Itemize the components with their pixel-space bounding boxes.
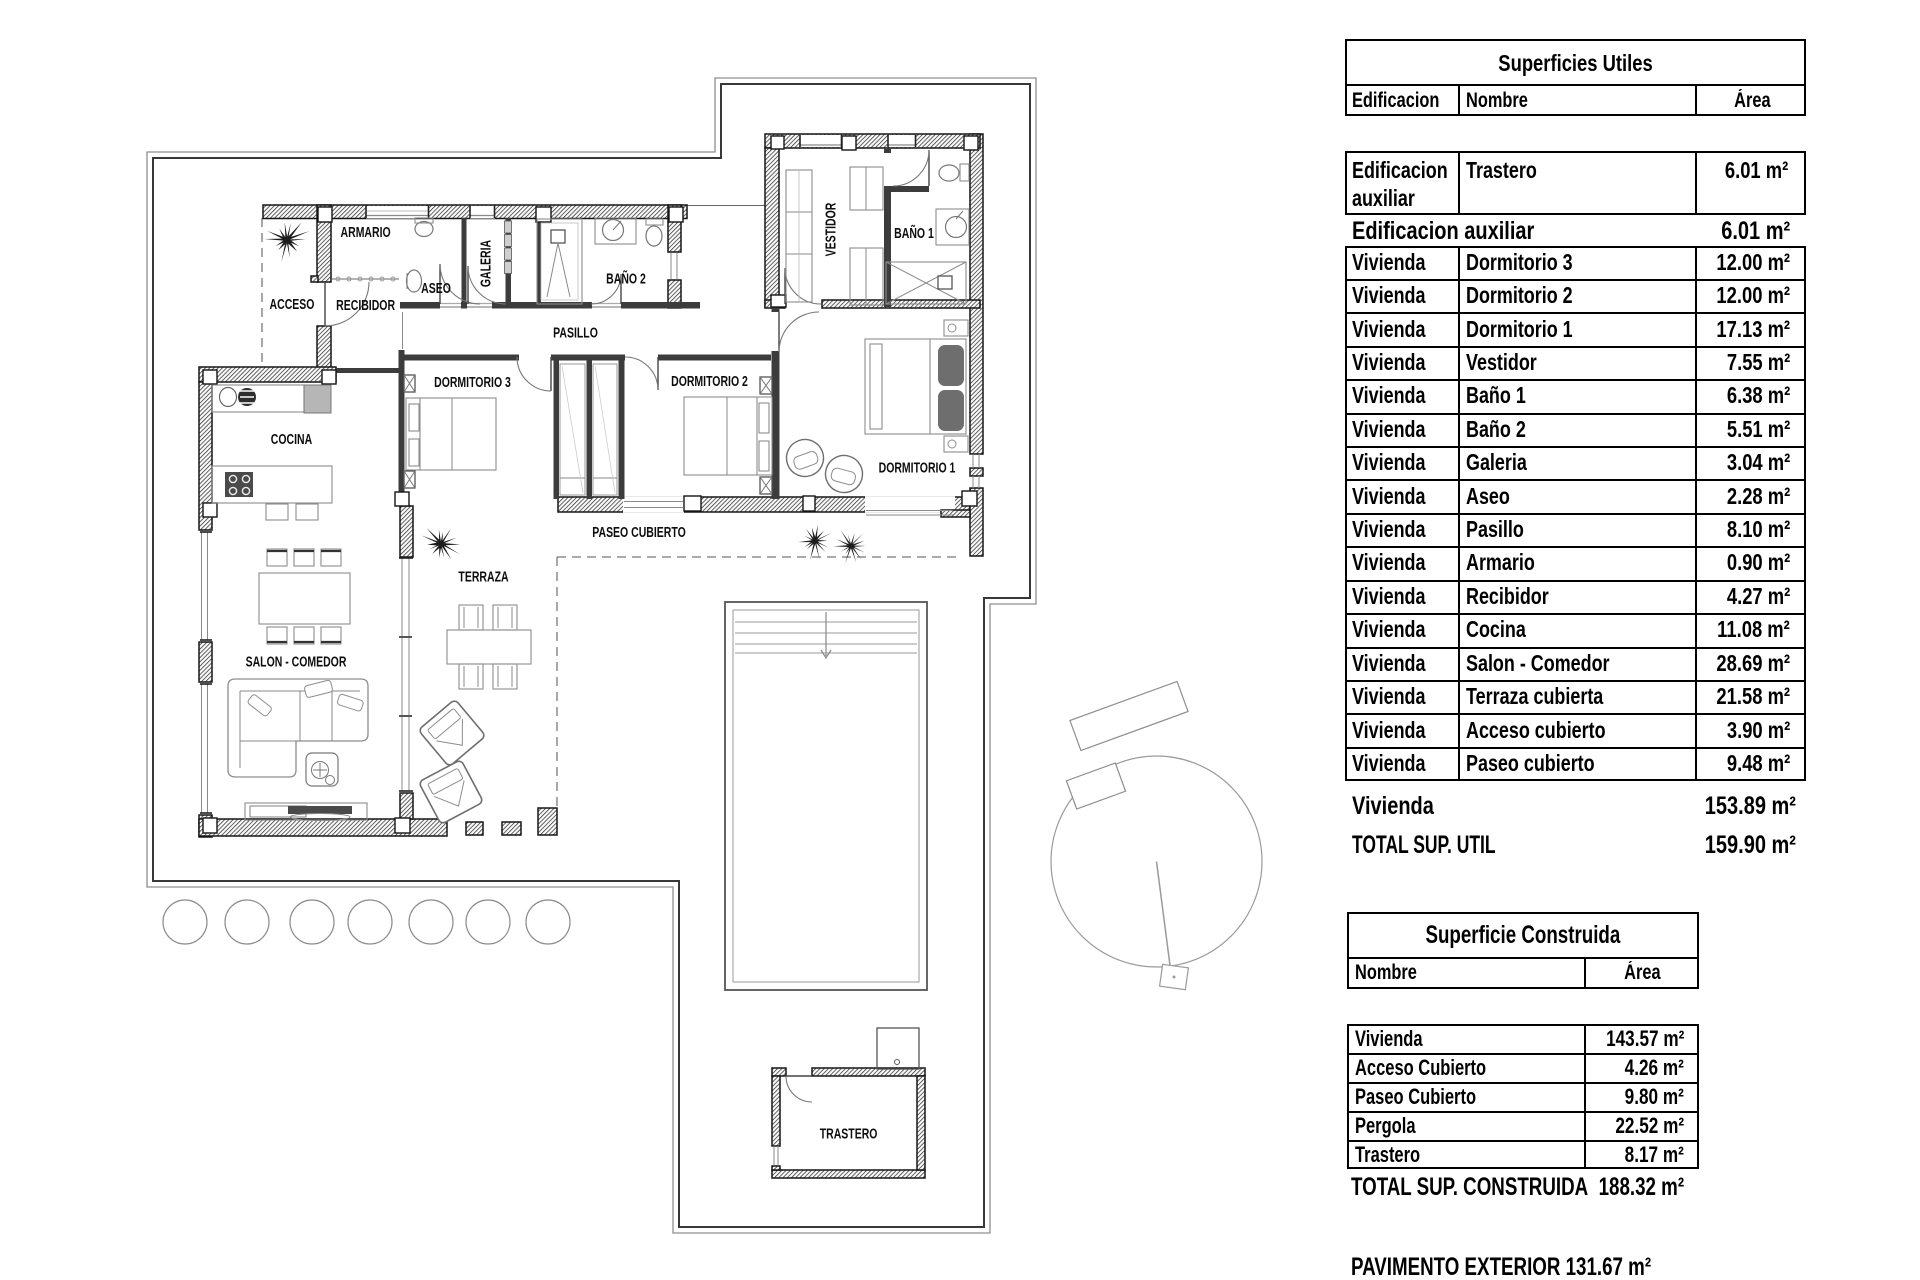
svg-text:DORMITORIO 3: DORMITORIO 3 (434, 373, 511, 390)
svg-text:COCINA: COCINA (271, 430, 312, 447)
svg-text:ASEO: ASEO (421, 279, 451, 296)
svg-text:VESTIDOR: VESTIDOR (822, 202, 839, 256)
svg-text:GALERIA: GALERIA (477, 240, 494, 287)
svg-text:TERRAZA: TERRAZA (458, 568, 508, 585)
svg-text:ARMARIO: ARMARIO (341, 223, 391, 240)
svg-text:PASEO CUBIERTO: PASEO CUBIERTO (592, 523, 685, 540)
svg-text:ACCESO: ACCESO (270, 295, 315, 312)
svg-text:RECIBIDOR: RECIBIDOR (336, 296, 395, 313)
svg-text:DORMITORIO 1: DORMITORIO 1 (879, 459, 956, 476)
svg-text:DORMITORIO 2: DORMITORIO 2 (671, 372, 748, 389)
svg-text:BAÑO 1: BAÑO 1 (894, 224, 934, 241)
svg-text:SALON - COMEDOR: SALON - COMEDOR (246, 652, 347, 669)
svg-text:PASILLO: PASILLO (553, 324, 598, 341)
svg-text:BAÑO 2: BAÑO 2 (606, 270, 646, 287)
svg-text:TRASTERO: TRASTERO (820, 1125, 878, 1142)
